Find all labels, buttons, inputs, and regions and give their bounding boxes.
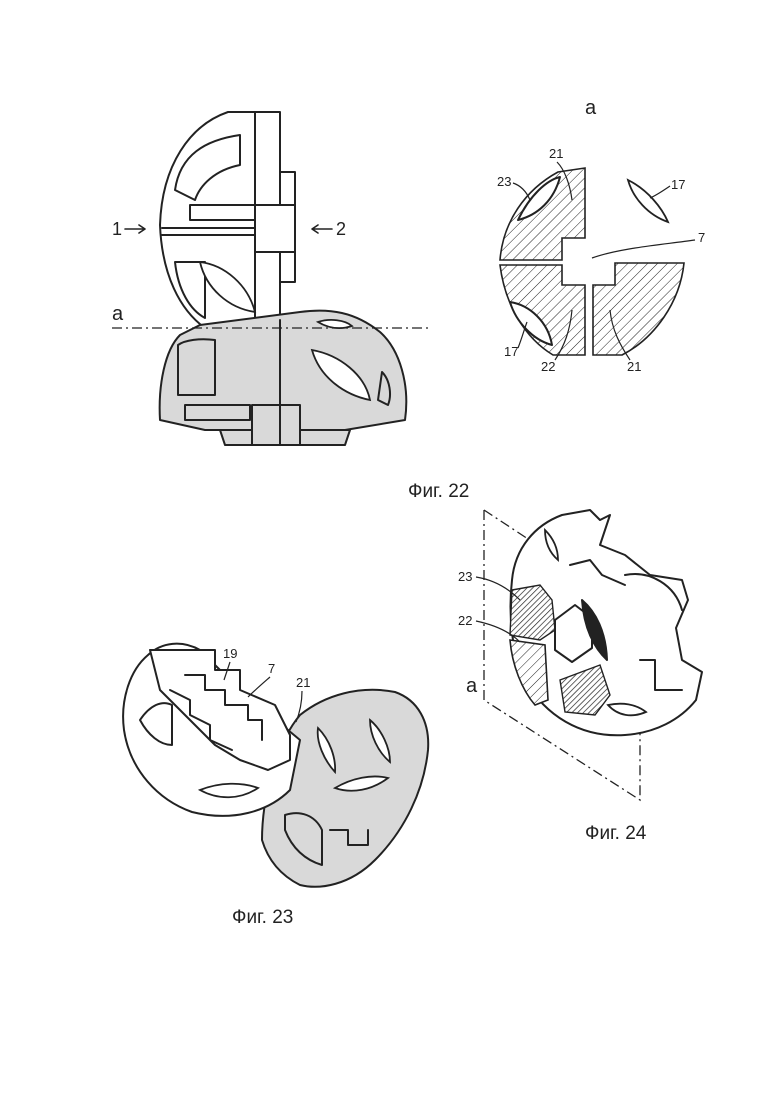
fig23-leader-7: [248, 677, 270, 697]
section-label-21a: 21: [549, 146, 563, 161]
fig24-label-22: 22: [458, 613, 472, 628]
view-2-arrow: [312, 225, 332, 233]
section-label-17a: 17: [671, 177, 685, 192]
fig23-label-7: 7: [268, 661, 275, 676]
section-label-7: 7: [698, 230, 705, 245]
leader-7: [592, 240, 695, 258]
view-1-label: 1: [112, 219, 122, 239]
fig24-cutaway-view: 23 22 a: [458, 510, 702, 800]
section-a-label: a: [112, 303, 124, 325]
section-label-23: 23: [497, 174, 511, 189]
section-label-17b: 17: [504, 344, 518, 359]
leaf-17-upper-right: [628, 180, 668, 222]
lower-tab-block: [252, 405, 300, 445]
fig23-exploded-view: 19 7 21: [123, 644, 428, 887]
fig24-caption: Фиг. 24: [585, 823, 647, 844]
fig23-caption: Фиг. 23: [232, 907, 293, 928]
leader-17a: [650, 186, 670, 198]
upper-tab-bottom: [280, 252, 295, 282]
fig22-section-view: a 23 21 17 7 17 22 21: [497, 97, 705, 374]
view-2-label: 2: [336, 219, 346, 239]
fig22-side-view: a 1 2: [112, 112, 432, 445]
section-label-22: 22: [541, 359, 555, 374]
section-lower-right: [593, 263, 684, 355]
fig23-label-21: 21: [296, 675, 310, 690]
fig22-caption: Фиг. 22: [408, 481, 469, 502]
fig23-label-19: 19: [223, 646, 237, 661]
upper-tab-top: [280, 172, 295, 208]
fig24-label-23: 23: [458, 569, 472, 584]
fig24-cut-lower-left: [510, 640, 548, 705]
view-1-arrow: [125, 225, 145, 233]
section-upper-left: [500, 168, 585, 260]
section-heading-a: a: [585, 97, 597, 119]
section-label-21b: 21: [627, 359, 641, 374]
fig24-label-a: a: [466, 675, 478, 697]
upper-tab-middle: [255, 205, 295, 252]
